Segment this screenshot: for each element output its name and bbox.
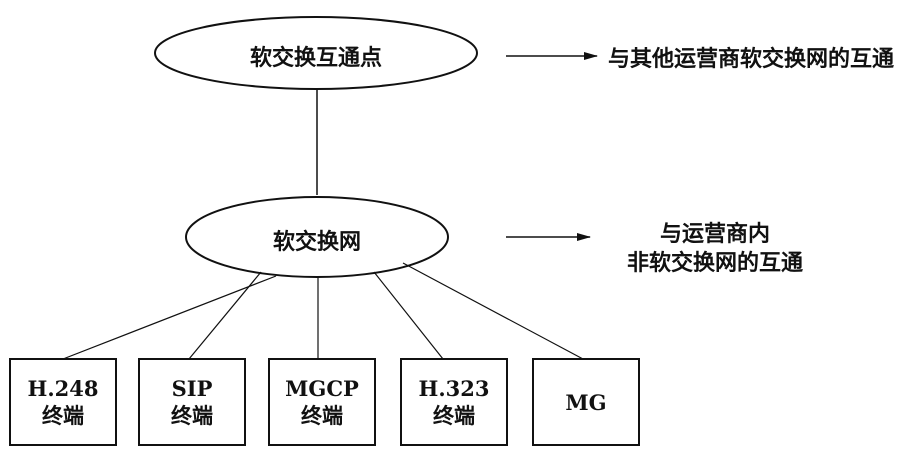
interconnect-point-label: 软交换互通点	[249, 45, 382, 71]
terminal-protocol: SIP	[171, 376, 213, 401]
connector-line-terminal-5	[402, 262, 584, 360]
annotation-internal-line2: 非软交换网的互通	[626, 250, 803, 276]
annotation-internal-line1: 与运营商内	[659, 221, 770, 247]
terminal-box-mgcp	[268, 358, 376, 446]
terminal-label-h248: H.248 终端	[10, 375, 116, 429]
terminal-box-mg	[532, 358, 640, 446]
terminal-box-sip	[138, 358, 246, 446]
terminal-label-h323: H.323 终端	[401, 375, 507, 429]
terminal-label-mgcp: MGCP 终端	[269, 375, 375, 429]
softswitch-network-ellipse	[185, 196, 449, 278]
terminal-label-sip: SIP 终端	[139, 375, 245, 429]
softswitch-network-label: 软交换网	[272, 229, 361, 255]
terminal-type: 终端	[301, 403, 343, 428]
annotation-other-operators: 与其他运营商软交换网的互通	[608, 46, 895, 72]
terminal-protocol: H.248	[27, 376, 99, 401]
connector-line-terminal-4	[373, 271, 444, 360]
terminal-box-h248	[9, 358, 117, 446]
terminal-protocol: MGCP	[285, 376, 359, 401]
terminal-type: 终端	[433, 403, 475, 428]
interconnect-point-ellipse	[154, 16, 478, 90]
terminal-type: 终端	[42, 403, 84, 428]
connector-line-terminal-2	[188, 271, 262, 360]
terminal-protocol: MG	[565, 390, 607, 415]
terminal-label-mg: MG	[533, 389, 639, 416]
connector-line-terminal-1	[62, 275, 277, 360]
terminal-protocol: H.323	[418, 376, 490, 401]
terminal-type: 终端	[171, 403, 213, 428]
terminal-box-h323	[400, 358, 508, 446]
